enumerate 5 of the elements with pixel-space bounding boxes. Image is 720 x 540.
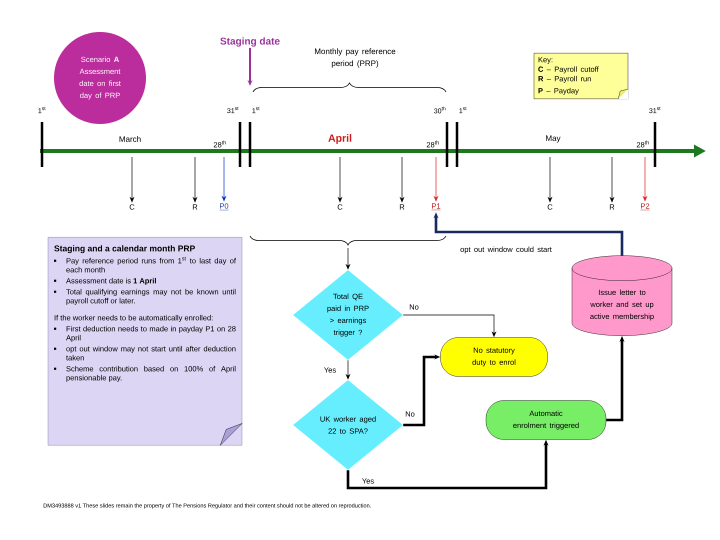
month-label: April [328,134,352,144]
staging-label: Staging date [220,37,280,47]
month-label: May [546,135,561,143]
month-label: March [120,136,141,142]
period-label: Monthly pay reference period (PRP) [314,48,396,68]
